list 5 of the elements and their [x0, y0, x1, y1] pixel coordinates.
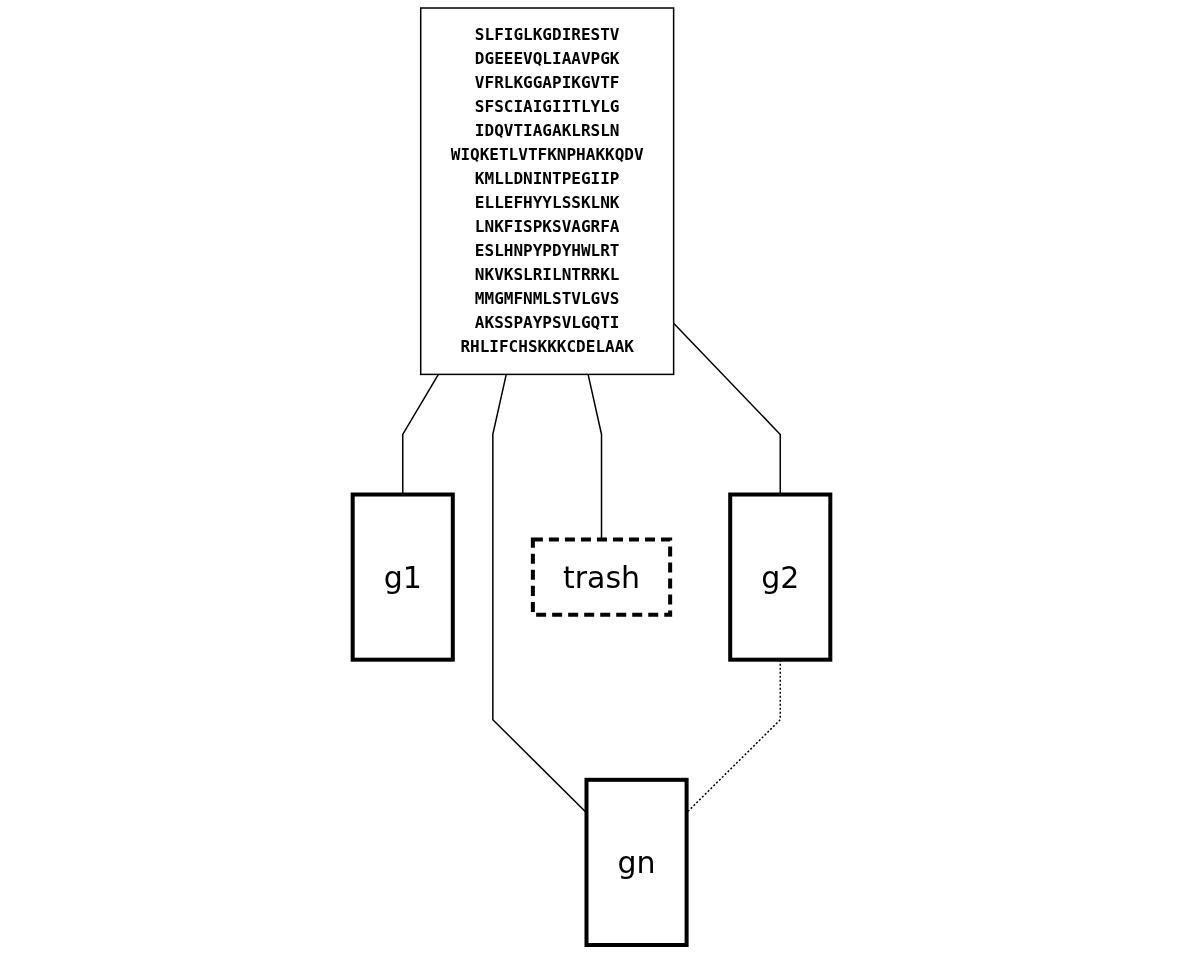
node-box: g1: [350, 492, 455, 662]
node-box: gn: [584, 777, 689, 947]
node-box: g2: [728, 492, 833, 662]
node-box: trash: [530, 537, 673, 617]
node-box: SLFIGLKGDIRESTV DGEEEVQLIAAVPGK VFRLKGGAPIKGVTF SFSCIAIGIITLYLG IDQVTIAGAKLRSLN WIQKETLVTFKNPHAKKQDV KMLLDNINTPEGIIP ELLEFHYYLSSKLNK LNKFISPKSVAGRFA ESLHNPYPDYHWLRT NKVKSLRILNTRRKL MMGMFNMLSTVLGVS AKSSPAYPSVLGQTI RHLIFCHSKKKCDELAAK: [419, 7, 675, 376]
